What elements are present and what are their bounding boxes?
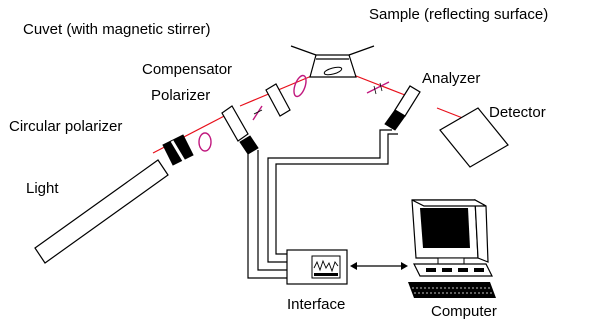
label-analyzer: Analyzer: [422, 70, 480, 87]
magnetic-stirrer: [323, 66, 343, 76]
light-source: [34, 159, 169, 264]
label-compensator: Compensator: [142, 61, 232, 78]
interface-unit: [286, 249, 348, 285]
analyzer: [384, 85, 421, 131]
data-link-arrow: [350, 262, 408, 270]
polarizer: [221, 105, 259, 155]
label-computer: Computer: [431, 303, 497, 320]
polarization-ellipse-2: [293, 74, 307, 98]
label-polarizer: Polarizer: [151, 87, 210, 104]
polarization-mark-1: [252, 105, 263, 121]
label-sample: Sample (reflecting surface): [369, 6, 548, 23]
label-detector: Detector: [489, 104, 546, 121]
polarization-mark-2: [366, 81, 390, 95]
computer: [408, 198, 496, 298]
label-light: Light: [26, 180, 59, 197]
circular-polarizer: [162, 134, 194, 166]
cuvet: [290, 45, 375, 78]
label-cuvet: Cuvet (with magnetic stirrer): [23, 21, 211, 38]
cables: [247, 129, 398, 279]
label-circular-polarizer: Circular polarizer: [9, 118, 122, 135]
polarization-ellipse-1: [198, 132, 212, 152]
compensator: [265, 83, 291, 117]
label-interface: Interface: [287, 296, 345, 313]
detector: [439, 107, 509, 168]
